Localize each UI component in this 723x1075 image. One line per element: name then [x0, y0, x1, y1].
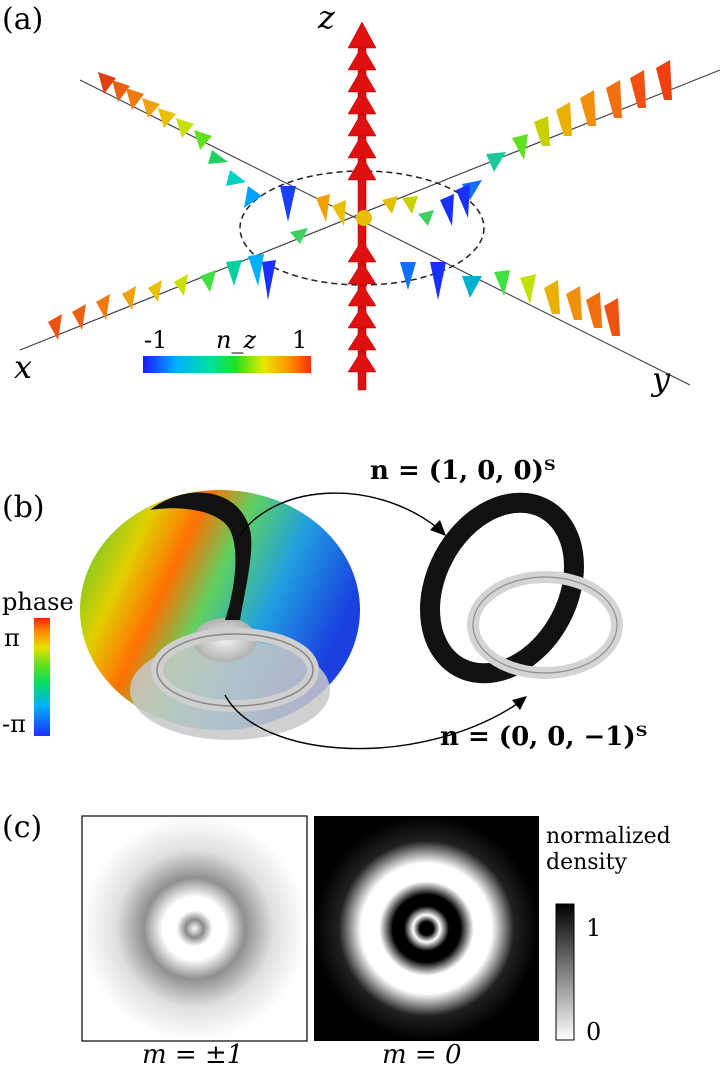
panel-c-label: (c): [2, 810, 43, 845]
caption-m-pm1: m = ±1: [142, 1040, 244, 1070]
density-colorbar-title-line1: normalized: [546, 824, 671, 849]
nz-colorbar: [143, 356, 311, 373]
nz-colorbar-title: n_z: [216, 326, 257, 354]
x-axis-upper-arrows: [98, 72, 296, 222]
panel-c-density-maps: [81, 815, 575, 1042]
density-colorbar: [555, 903, 575, 1041]
arrow-bottom: [224, 694, 521, 750]
density-map-m-pm1: [81, 815, 308, 1042]
phase-colorbar-max-label: π: [4, 624, 20, 652]
density-colorbar-title-line2: density: [546, 850, 627, 876]
z-axis-label: z: [318, 0, 335, 36]
panel-b-hopfion: [34, 490, 623, 750]
black-ring-right: [420, 492, 584, 684]
density-map-m-0: [314, 816, 539, 1041]
arrow-top: [239, 492, 441, 536]
phase-colorbar: [34, 618, 50, 736]
z-axis-arrows: [347, 21, 377, 391]
nz-colorbar-max-label: 1: [292, 326, 308, 354]
panel-b-label: (b): [2, 490, 45, 525]
nz-colorbar-min-label: -1: [144, 326, 168, 354]
panel-a-vector-field: [19, 21, 721, 391]
x-axis-lower-arrows: [400, 262, 620, 336]
annotation-n-bottom: n = (0, 0, −1)ᵀ: [440, 722, 648, 752]
black-band-torus: [150, 492, 252, 620]
caption-m-0: m = 0: [382, 1040, 462, 1070]
torus-lower-shadow: [130, 640, 330, 740]
density-colorbar-min-label: 0: [586, 1018, 602, 1046]
center-arrows: [290, 184, 470, 244]
y-axis-line: [19, 69, 721, 351]
x-axis-line: [79, 79, 691, 386]
panel-a-label: (a): [2, 2, 44, 37]
phase-colorbar-title: phase: [2, 588, 74, 616]
density-colorbar-max-label: 1: [586, 914, 602, 942]
x-axis-label: x: [14, 348, 33, 386]
y-axis-label: y: [652, 360, 671, 398]
annotation-n-top: n = (1, 0, 0)ᵀ: [370, 456, 556, 486]
y-axis-upper-arrows: [462, 60, 672, 200]
y-axis-lower-arrows: [48, 254, 276, 340]
density-colorbar-title: normalized density: [546, 824, 671, 877]
phase-colorbar-min-label: -π: [2, 710, 26, 738]
